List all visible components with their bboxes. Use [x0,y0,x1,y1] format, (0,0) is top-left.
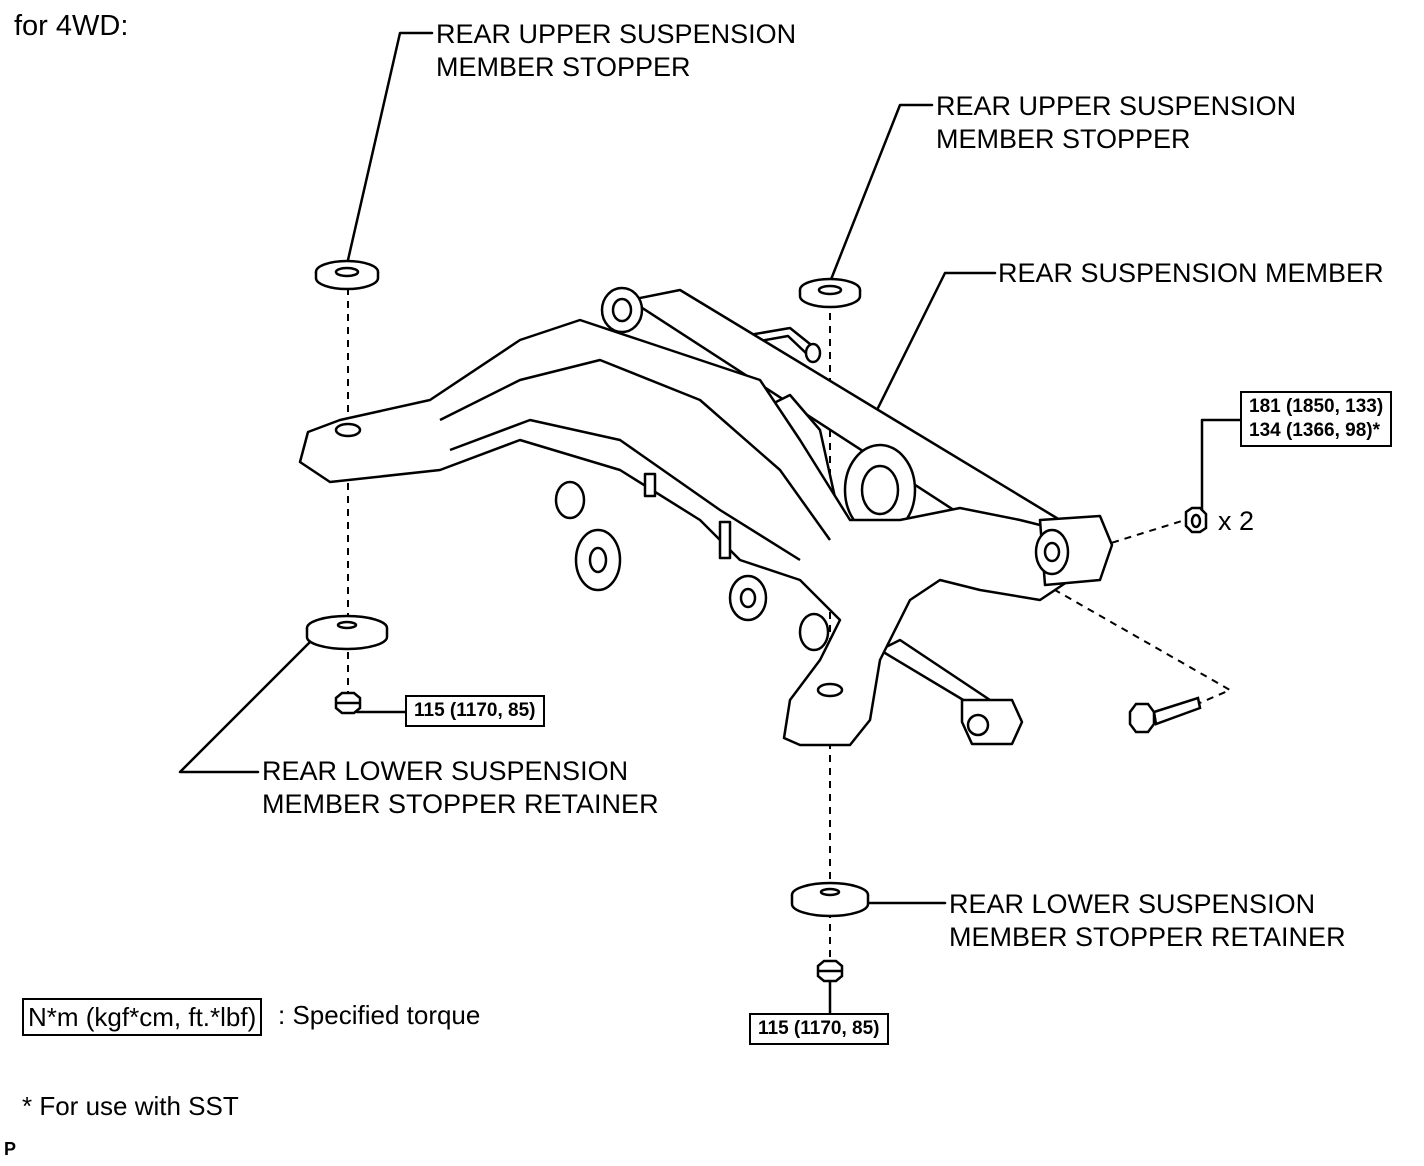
footnote: * For use with SST [22,1091,239,1121]
label-lower-retainer-right: REAR LOWER SUSPENSION MEMBER STOPPER RET… [949,888,1346,954]
upper-stopper-left [314,259,380,291]
torque-value-1: 181 (1850, 133) [1249,396,1384,417]
label-line-2: MEMBER STOPPER [436,52,691,82]
bolt [1128,696,1202,734]
diagram-heading: for 4WD: [14,10,129,42]
label-line-2: MEMBER STOPPER RETAINER [262,789,659,819]
upper-stopper-right [798,277,862,309]
page-mark: P [4,1139,17,1159]
leader-member [870,271,997,422]
assembly-axis-bolt [1049,519,1186,563]
legend-description: : Specified torque [278,1000,481,1030]
nut-lower-left [334,691,362,715]
assembly-axis-bolt-through [1019,569,1233,706]
leader-torque-right [1200,418,1242,512]
label-line-1: REAR UPPER SUSPENSION [436,19,797,49]
label-lower-retainer-left: REAR LOWER SUSPENSION MEMBER STOPPER RET… [262,755,659,821]
label-upper-stopper-right: REAR UPPER SUSPENSION MEMBER STOPPER [936,90,1296,156]
torque-value-2: 134 (1366, 98)* [1249,420,1380,441]
label-rear-suspension-member: REAR SUSPENSION MEMBER [998,258,1384,288]
leader-lower-left [178,638,314,774]
label-line-1: REAR UPPER SUSPENSION [936,91,1297,121]
label-line-2: MEMBER STOPPER RETAINER [949,922,1346,952]
lower-retainer-right [790,881,870,918]
leader-upper-left [346,31,434,262]
label-line-1: REAR LOWER SUSPENSION [262,756,629,786]
nut-bottom [816,959,844,983]
torque-box-lower-left: 115 (1170, 85) [405,695,545,727]
label-line-1: REAR LOWER SUSPENSION [949,889,1316,919]
rear-suspension-member [298,286,1114,747]
quantity-label: x 2 [1218,506,1255,536]
label-upper-stopper-left: REAR UPPER SUSPENSION MEMBER STOPPER [436,18,796,84]
legend-torque-unit-box: N*m (kgf*cm, ft.*lbf) [22,998,263,1036]
label-line-2: MEMBER STOPPER [936,124,1191,154]
lower-retainer-left [305,614,389,651]
torque-box-bottom: 115 (1170, 85) [749,1013,889,1045]
leader-upper-right [828,103,934,284]
torque-box-upper-right: 181 (1850, 133) 134 (1366, 98)* [1240,391,1393,447]
nut-right [1184,506,1208,534]
